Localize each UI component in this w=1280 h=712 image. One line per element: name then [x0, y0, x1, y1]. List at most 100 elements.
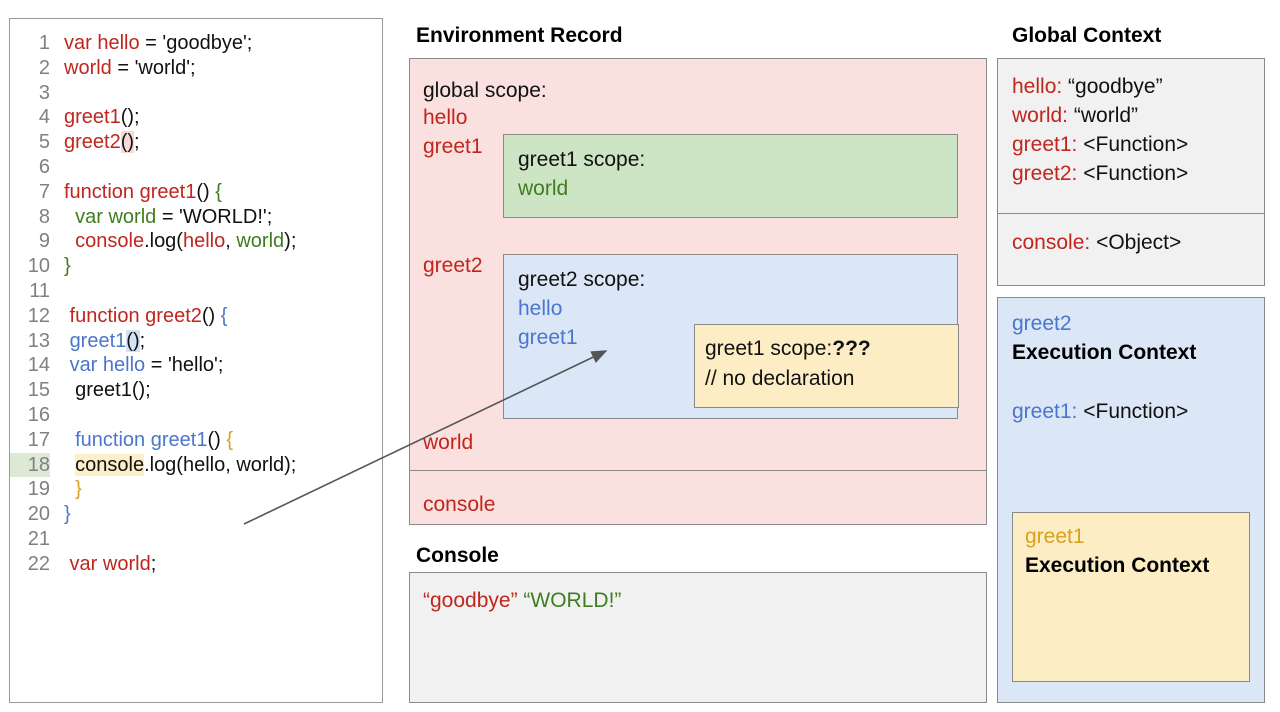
code-line-number: 22: [27, 552, 50, 575]
code-line: 20}: [10, 502, 382, 527]
code-line: 22 var world;: [10, 552, 382, 577]
greet2-ec-label: Execution Context: [1012, 341, 1197, 364]
code-token: greet1: [69, 329, 127, 352]
code-line-text: var hello = 'goodbye';: [50, 31, 252, 56]
code-line: 13 greet1();: [10, 329, 382, 354]
console-title: Console: [416, 544, 499, 567]
global-entry-hello-value: “goodbye”: [1068, 75, 1163, 98]
code-line-text: greet1();: [50, 105, 140, 130]
global-scope-label: global scope:: [423, 79, 547, 102]
code-token: }: [64, 255, 71, 278]
code-token: (): [126, 329, 140, 352]
environment-record-console-section: console: [410, 471, 986, 524]
code-line: 15 greet1();: [10, 378, 382, 403]
console-box: “goodbye” “WORLD!”: [409, 572, 987, 703]
code-line-number: 12: [27, 304, 50, 327]
code-line-number: 3: [38, 81, 50, 104]
code-line-number: 2: [38, 56, 50, 79]
greet2-ec-name: greet2: [1012, 312, 1072, 335]
greet1-ec-label: Execution Context: [1025, 554, 1210, 577]
code-line: 19 }: [10, 477, 382, 502]
code-line-text: greet1();: [50, 329, 145, 354]
code-token: world: [236, 230, 285, 253]
greet1-inner-comment: // no declaration: [705, 367, 855, 390]
code-token: function greet2: [64, 304, 202, 327]
code-token: {: [215, 180, 222, 203]
global-context-variables: hello: “goodbye” world: “world” greet1: …: [998, 59, 1264, 214]
code-line: 17 function greet1() {: [10, 428, 382, 453]
code-token: [64, 454, 75, 476]
greet2-scope-binding-greet1: greet1: [518, 326, 578, 349]
environment-record-global-section: global scope: hello greet1 greet2 world …: [410, 59, 986, 471]
code-token: (): [120, 131, 135, 154]
code-line-text: function greet1() {: [50, 428, 233, 453]
greet1-ec-name: greet1: [1025, 525, 1085, 548]
environment-record-title: Environment Record: [416, 24, 623, 47]
code-line: 14 var hello = 'hello';: [10, 353, 382, 378]
code-line-number: 15: [27, 379, 50, 402]
code-line-text: var world;: [50, 552, 157, 577]
greet1-execution-context-box: greet1 Execution Context: [1012, 512, 1250, 682]
code-token: }: [64, 503, 71, 526]
code-token: ();: [120, 106, 140, 129]
code-token: [64, 478, 75, 500]
code-token: = 'hello';: [145, 354, 224, 377]
code-token: {: [226, 428, 234, 451]
code-token: .log(hello, world);: [144, 453, 297, 476]
code-line: 11: [10, 279, 382, 304]
code-line-text: greet2();: [50, 130, 140, 155]
code-token: console: [75, 230, 145, 253]
global-entry-greet1-value: <Function>: [1083, 133, 1189, 156]
code-line-text: function greet1() {: [50, 180, 222, 205]
code-line-text: console.log(hello, world);: [50, 229, 296, 254]
code-token: (): [196, 180, 216, 203]
code-line-text: }: [50, 502, 71, 527]
code-line-number: 17: [27, 428, 50, 451]
code-line-number: 1: [38, 32, 50, 54]
code-line-number: 8: [38, 205, 50, 228]
code-line-text: var hello = 'hello';: [50, 353, 224, 378]
code-token: greet2: [64, 131, 121, 154]
code-token: var hello: [69, 354, 146, 377]
code-token: .log(: [144, 230, 183, 253]
code-line-number: 21: [27, 527, 50, 550]
code-token: function greet1: [64, 180, 197, 203]
greet1-scope-header: greet1 scope:: [518, 148, 646, 171]
code-token: var hello: [64, 32, 140, 54]
code-line-number: 7: [38, 180, 50, 203]
global-entry-console-name: console:: [1012, 231, 1091, 254]
code-token: ;: [139, 329, 146, 352]
code-line-text: function greet2() {: [50, 304, 228, 329]
code-line: 21: [10, 527, 382, 552]
greet1-scope-binding-world: world: [518, 177, 569, 200]
code-token: ;: [134, 131, 140, 154]
global-entry-world-name: world:: [1012, 104, 1069, 127]
code-token: hello: [182, 230, 226, 253]
environment-record-box: global scope: hello greet1 greet2 world …: [409, 58, 987, 525]
greet2-scope-binding-hello: hello: [518, 297, 563, 320]
console-output-0: “goodbye”: [423, 589, 518, 612]
greet2-ec-entry-name: greet1:: [1012, 400, 1078, 423]
global-entry-greet1-name: greet1:: [1012, 133, 1078, 156]
global-entry-hello: hello: “goodbye”: [1012, 75, 1163, 99]
code-line-number: 6: [38, 155, 50, 178]
code-token: console: [75, 453, 145, 476]
greet2-ec-entry: greet1: <Function>: [1012, 400, 1188, 424]
code-line-number: 11: [29, 279, 50, 302]
code-token: }: [75, 478, 82, 501]
code-token: var world: [75, 205, 157, 228]
code-token: greet1: [64, 106, 121, 129]
greet2-scope-box: greet2 scope: hello greet1 greet1 scope:…: [503, 254, 959, 419]
global-context-title: Global Context: [1012, 24, 1162, 47]
greet1-scope-box: greet1 scope: world: [503, 134, 958, 218]
code-token: var world: [64, 552, 151, 575]
global-context-objects: console: <Object>: [998, 214, 1264, 285]
global-entry-world: world: “world”: [1012, 104, 1138, 128]
code-line-number: 16: [27, 403, 50, 426]
binding-world: world: [423, 431, 474, 454]
